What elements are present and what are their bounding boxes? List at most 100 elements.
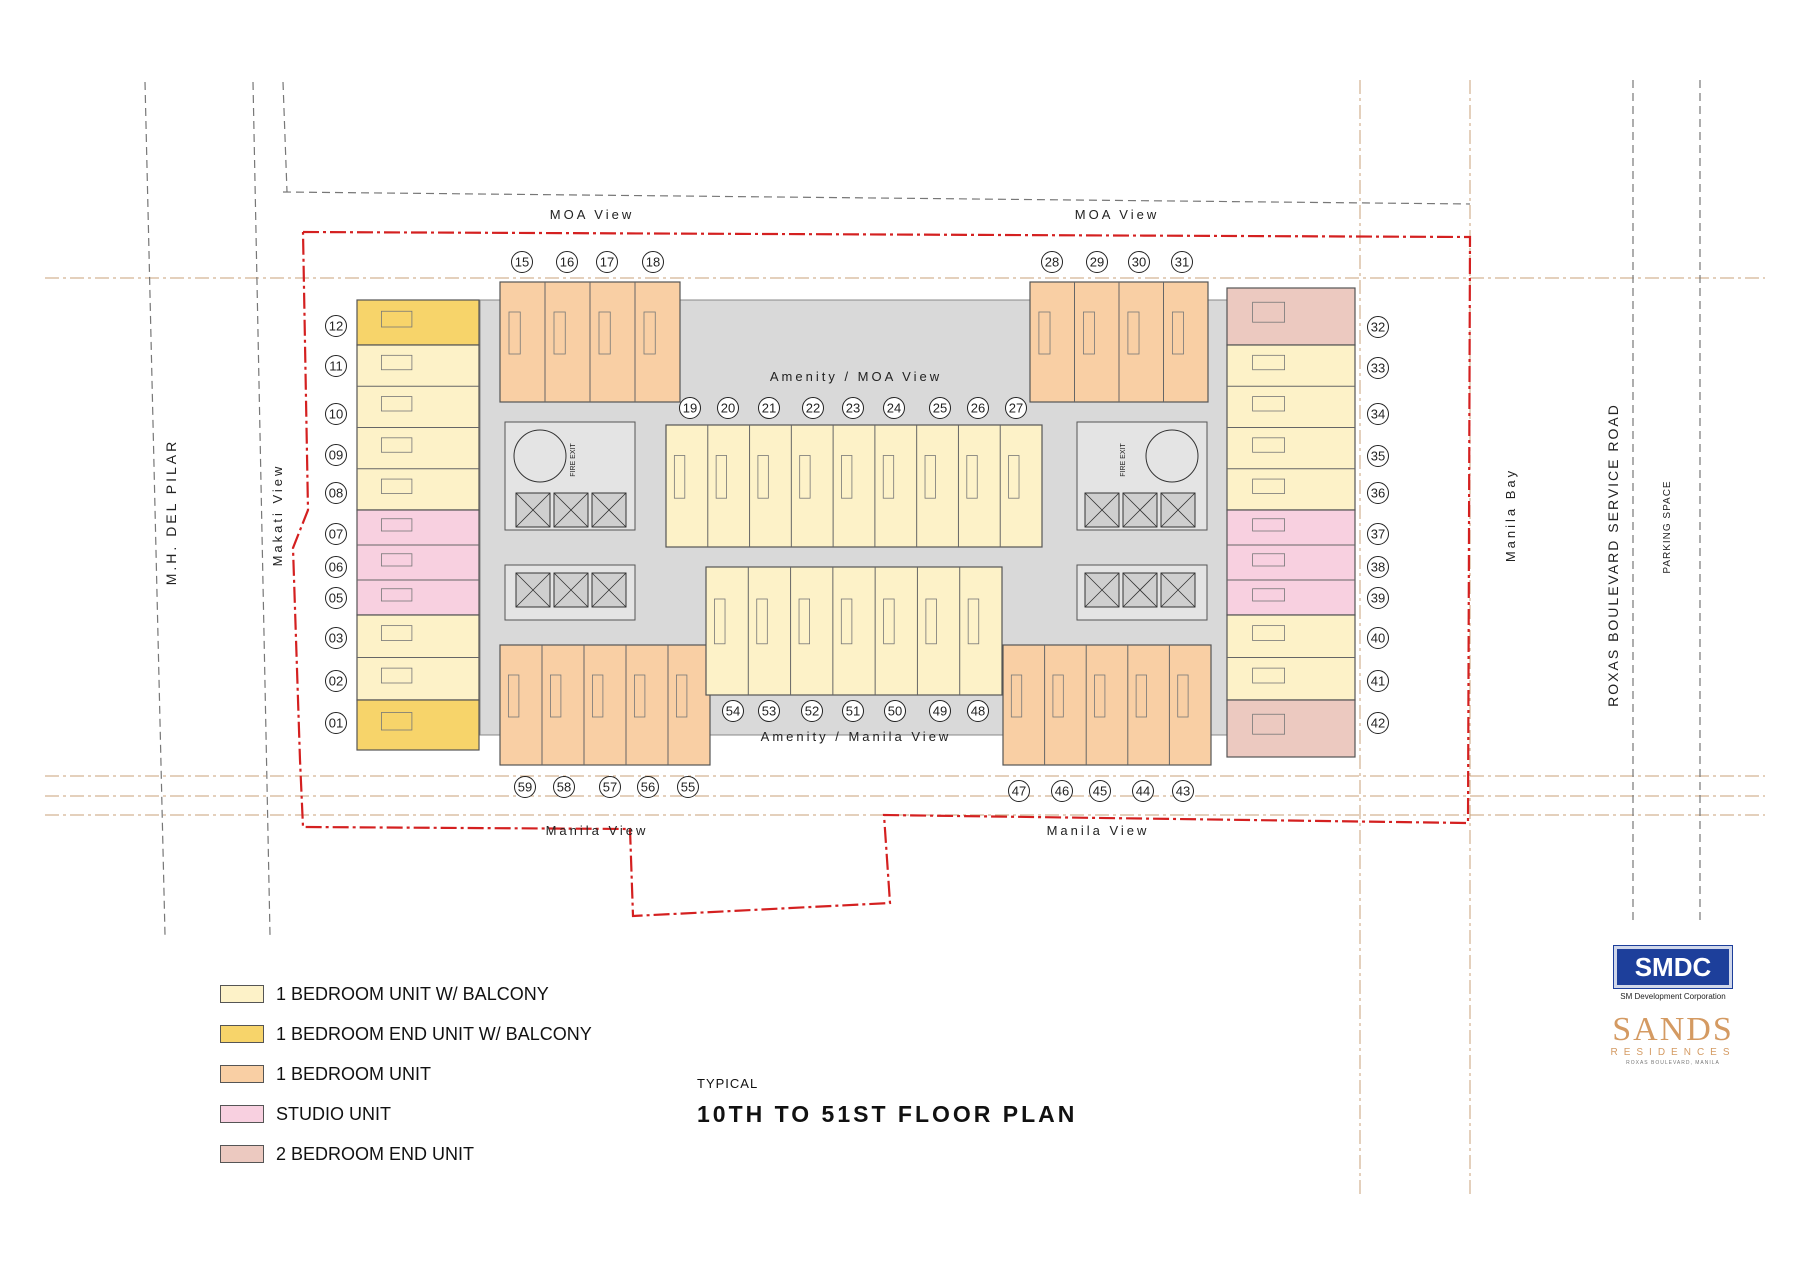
unit-marker-circle (1171, 251, 1193, 273)
legend-label: 1 BEDROOM END UNIT W/ BALCONY (276, 1023, 592, 1044)
furniture (925, 598, 937, 645)
furniture (1252, 437, 1285, 453)
unit-marker-circle (325, 556, 347, 578)
unit-marker-circle (637, 776, 659, 798)
unit-number: 56 (641, 780, 655, 795)
brand-block: SMDC SM Development Corporation SANDS RE… (1603, 946, 1743, 1066)
road-line (282, 191, 1471, 205)
unit-number: 30 (1132, 255, 1146, 270)
unit-marker-circle (884, 700, 906, 722)
moa-view-right-label: MOA View (1075, 207, 1159, 222)
unit-block-studio (1226, 509, 1356, 616)
road-line (252, 81, 271, 936)
unit-block-balcony (705, 566, 1003, 696)
parking-space-label: PARKING SPACE (1662, 480, 1673, 573)
unit-marker-circle (758, 397, 780, 419)
unit-marker-circle (642, 251, 664, 273)
unit-number: 22 (806, 401, 820, 416)
unit-number: 21 (762, 401, 776, 416)
unit-number: 37 (1371, 527, 1385, 542)
unit-marker-circle (556, 251, 578, 273)
furniture (840, 598, 853, 645)
legend-item: 2 BEDROOM END UNIT (220, 1134, 592, 1174)
unit-marker-circle (1128, 251, 1150, 273)
furniture (508, 311, 521, 355)
unit-marker-circle (679, 397, 701, 419)
unit-number: 03 (329, 631, 343, 646)
legend-swatch (220, 1145, 264, 1163)
furniture (924, 455, 936, 499)
legend: 1 BEDROOM UNIT W/ BALCONY 1 BEDROOM END U… (220, 974, 592, 1174)
unit-number: 59 (518, 780, 532, 795)
furniture (592, 674, 604, 718)
unit-number: 32 (1371, 320, 1385, 335)
unit-block-balcony (665, 424, 1043, 548)
unit-number: 29 (1090, 255, 1104, 270)
unit-marker-circle (511, 251, 533, 273)
furniture (1252, 588, 1285, 602)
unit-marker-circle (1005, 397, 1027, 419)
unit-number: 28 (1045, 255, 1059, 270)
unit-number: 48 (971, 704, 985, 719)
stair-core (513, 429, 567, 483)
fire-exit-right-label: FIRE EXIT (1120, 443, 1127, 477)
elevator-cross (553, 492, 589, 528)
unit-number: 24 (887, 401, 901, 416)
unit-number: 19 (683, 401, 697, 416)
unit-number: 11 (329, 359, 343, 374)
unit-marker-circle (1367, 445, 1389, 467)
legend-label: 1 BEDROOM UNIT W/ BALCONY (276, 983, 549, 1004)
furniture (380, 437, 413, 453)
unit-marker-circle (842, 700, 864, 722)
furniture (757, 455, 769, 499)
furniture (967, 598, 980, 645)
unit-marker-circle (929, 700, 951, 722)
unit-marker-circle (717, 397, 739, 419)
road-line (282, 81, 288, 193)
legend-swatch (220, 985, 264, 1003)
furniture (380, 588, 413, 602)
unit-marker-circle (325, 315, 347, 337)
furniture (380, 396, 413, 412)
unit-number: 50 (888, 704, 902, 719)
furniture (1172, 311, 1184, 355)
elevator-cross (1084, 572, 1120, 608)
unit-marker-circle (677, 776, 699, 798)
unit-marker-circle (325, 403, 347, 425)
furniture (634, 674, 646, 718)
unit-marker-circle (325, 670, 347, 692)
elevator-cross (1122, 492, 1158, 528)
unit-marker-circle (1367, 670, 1389, 692)
unit-marker-circle (722, 700, 744, 722)
unit-marker-circle (758, 700, 780, 722)
unit-number: 23 (846, 401, 860, 416)
furniture (380, 553, 413, 567)
furniture (1177, 674, 1189, 718)
unit-number: 55 (681, 780, 695, 795)
mh-del-pilar-label: M.H. DEL PILAR (163, 439, 179, 586)
unit-number: 12 (329, 319, 343, 334)
company-name: SM Development Corporation (1620, 992, 1726, 1001)
unit-marker-circle (1367, 316, 1389, 338)
project-logo: SANDS (1612, 1011, 1734, 1048)
furniture (380, 354, 413, 371)
building-footprint (356, 281, 1356, 766)
unit-marker-circle (967, 700, 989, 722)
unit-block-1br (1002, 644, 1212, 766)
unit-marker-circle (514, 776, 536, 798)
unit-marker-circle (802, 397, 824, 419)
furniture (1252, 478, 1285, 494)
unit-number: 47 (1012, 784, 1026, 799)
elevator-cross (515, 492, 551, 528)
furniture (1010, 674, 1023, 718)
unit-number: 05 (329, 591, 343, 606)
unit-number: 58 (557, 780, 571, 795)
legend-swatch (220, 1025, 264, 1043)
unit-marker-circle (325, 712, 347, 734)
unit-number: 44 (1136, 784, 1150, 799)
furniture (1038, 311, 1051, 355)
furniture (883, 598, 895, 645)
furniture (380, 478, 413, 494)
unit-block-2br-end (1226, 699, 1356, 758)
roxas-service-road-label: ROXAS BOULEVARD SERVICE ROAD (1605, 403, 1621, 707)
